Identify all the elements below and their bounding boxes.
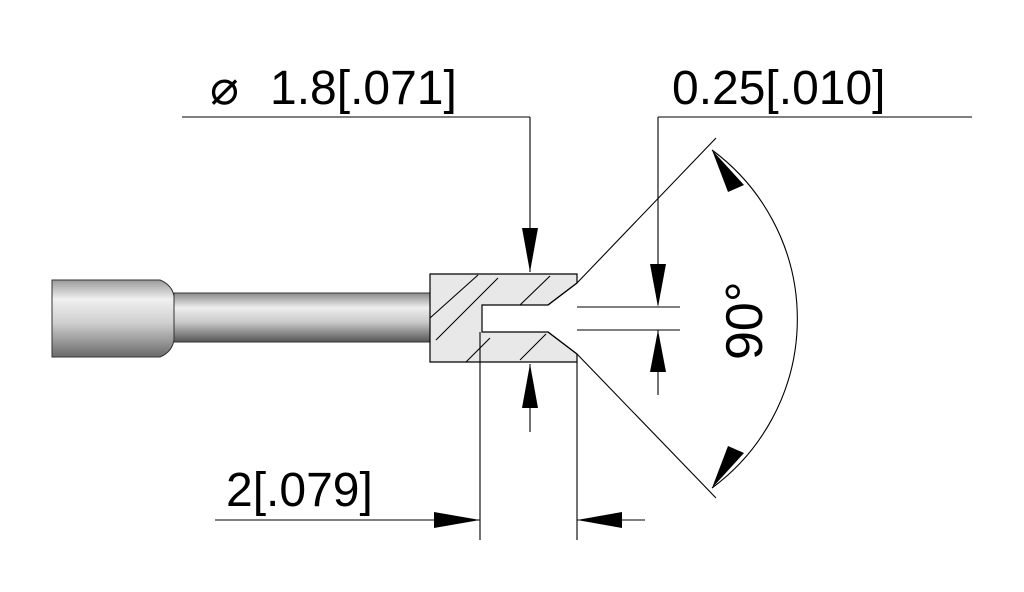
- nozzle-body: [51, 279, 431, 358]
- gap-value: 0.25[.010]: [672, 62, 886, 115]
- angle-dimension: 90°: [576, 137, 798, 499]
- diameter-symbol: ⌀: [210, 62, 239, 115]
- tip-section: [429, 273, 578, 363]
- angle-value: 90°: [716, 281, 774, 360]
- length-value: 2[.079]: [226, 464, 373, 517]
- gap-dimension: 0.25[.010]: [577, 62, 972, 395]
- diameter-dimension: ⌀ 1.8[.071]: [182, 62, 538, 432]
- length-dimension: 2[.079]: [215, 332, 645, 540]
- diameter-value: 1.8[.071]: [270, 62, 457, 115]
